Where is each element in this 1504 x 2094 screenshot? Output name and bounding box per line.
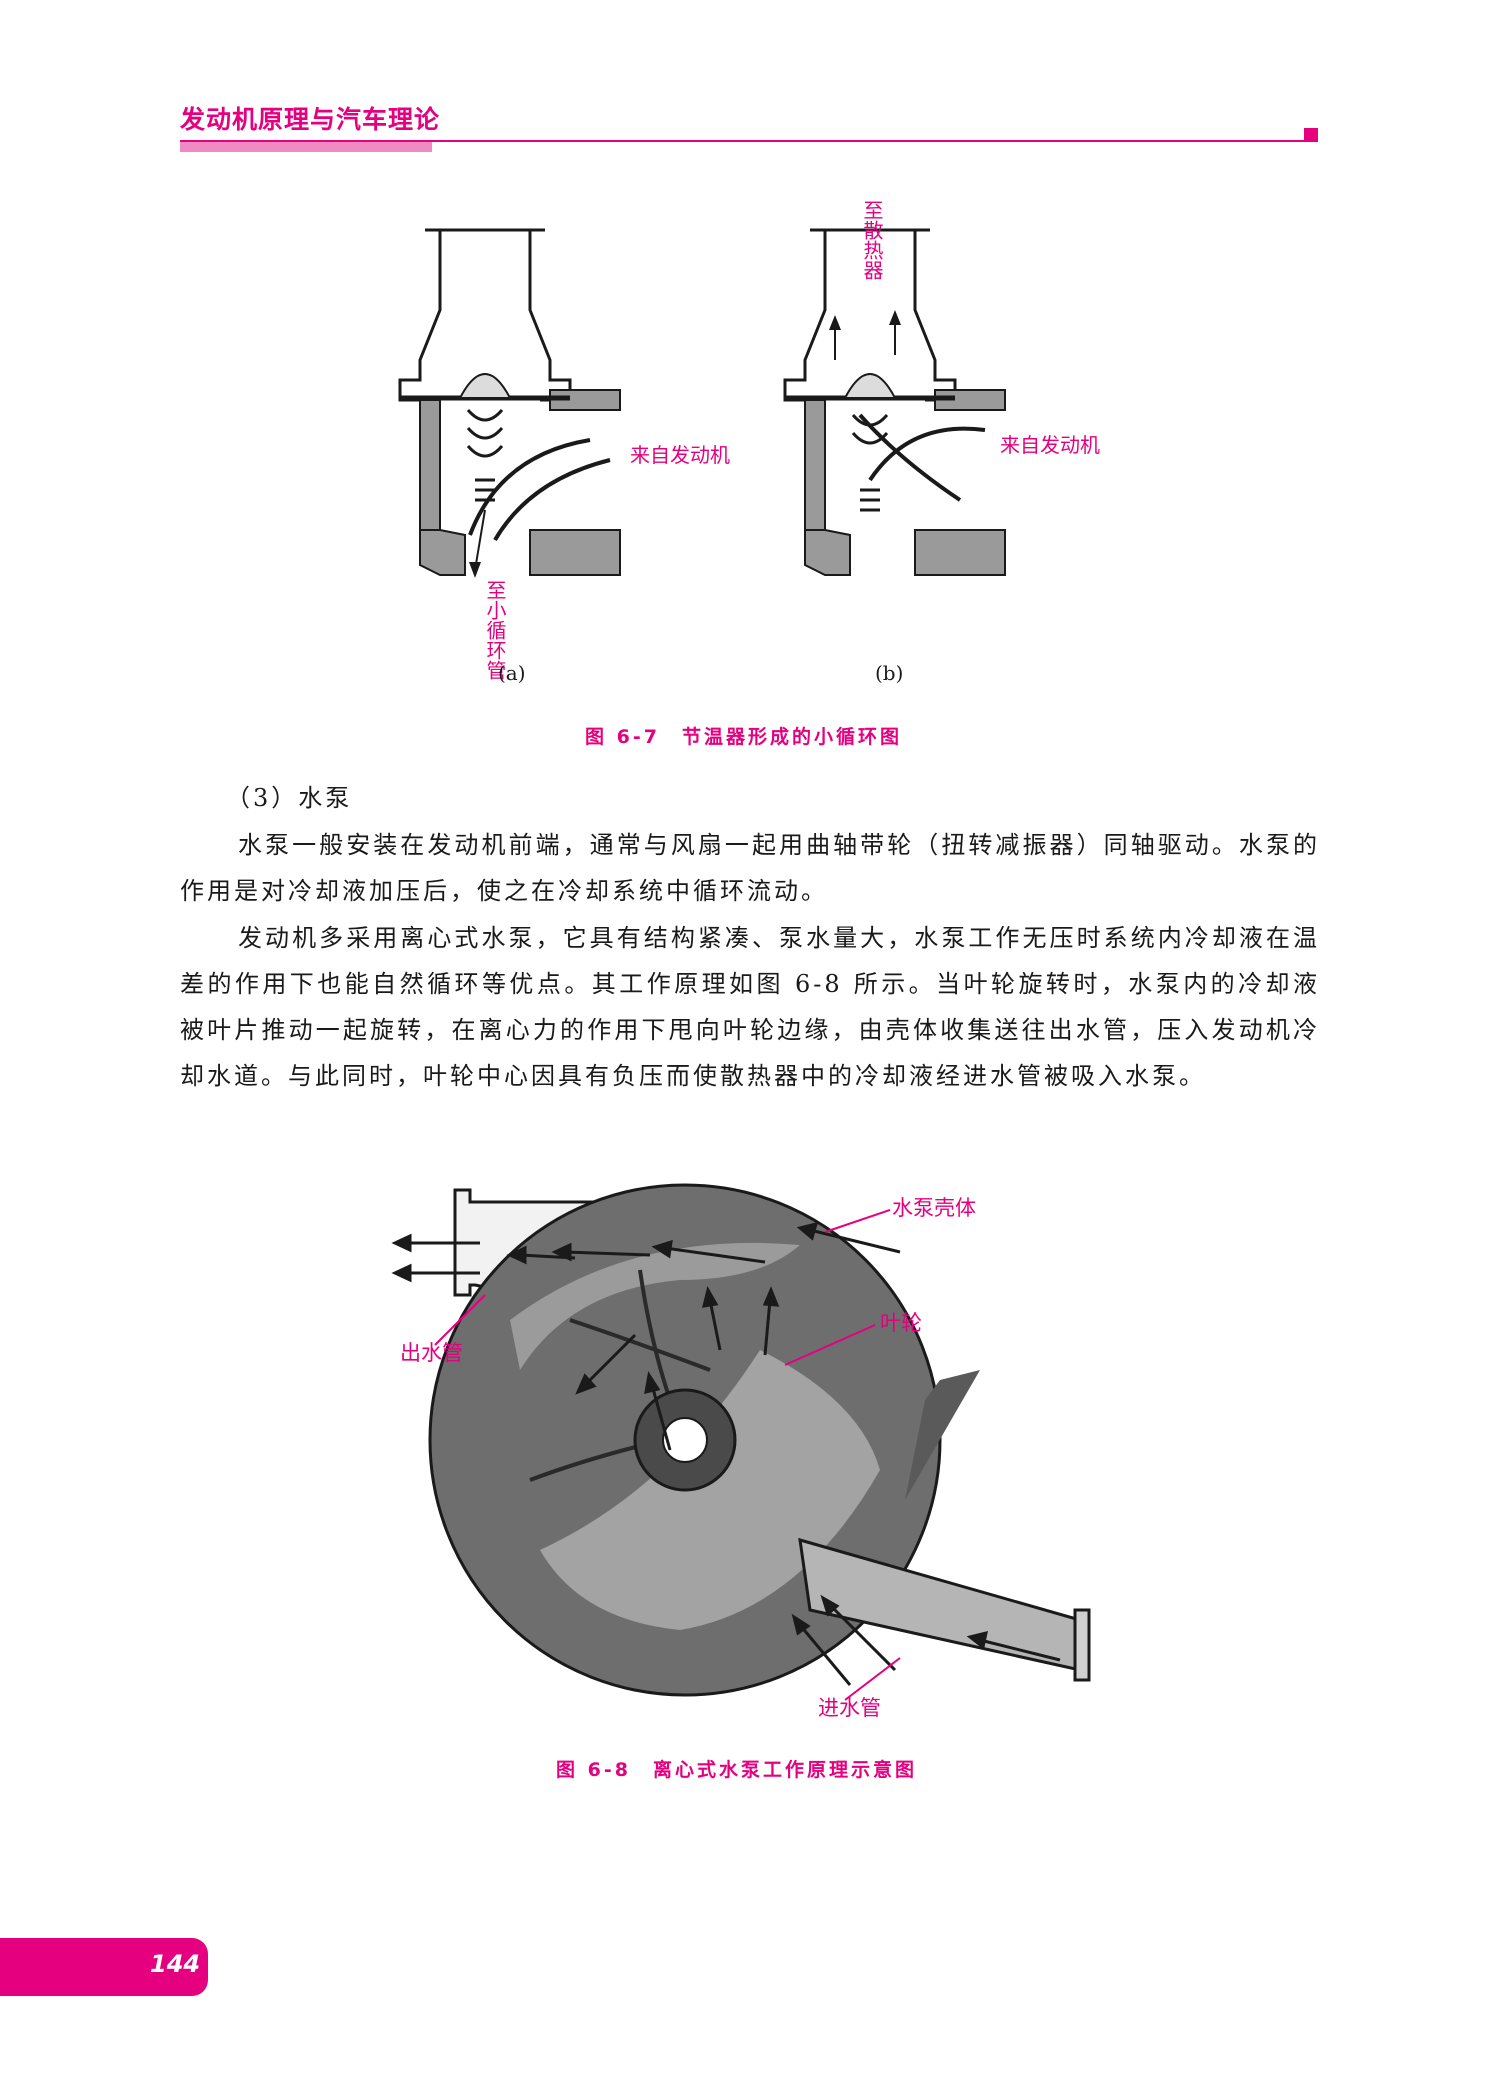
label-impeller: 叶轮 bbox=[880, 1311, 922, 1335]
paragraph-2: 发动机多采用离心式水泵，它具有结构紧凑、泵水量大，水泵工作无压时系统内冷却液在温… bbox=[180, 924, 1320, 1090]
housing-wall-left-a bbox=[419, 399, 441, 531]
label-outlet-pipe: 出水管 bbox=[400, 1341, 463, 1365]
impeller-shaft-hole bbox=[662, 1417, 708, 1463]
figure-6-8-caption: 图 6-8 离心式水泵工作原理示意图 bbox=[556, 1759, 917, 1781]
subfigure-label-a: (a) bbox=[498, 661, 526, 685]
figure-6-8-centrifugal-pump-diagram: 水泵壳体 叶轮 出水管 进水管 bbox=[391, 1183, 1091, 1720]
figure-6-7-caption: 图 6-7 节温器形成的小循环图 bbox=[585, 726, 902, 748]
header-accent-bar bbox=[180, 142, 432, 152]
subfigure-label-b: (b) bbox=[875, 661, 903, 685]
outlet-wall-a bbox=[529, 529, 621, 576]
page-number: 144 bbox=[150, 1950, 201, 1978]
figure-6-7b-thermostat-diagram: 至散热器 来自发动机 (b) bbox=[783, 200, 1100, 685]
header-rule bbox=[180, 140, 1318, 142]
label-from-engine-b: 来自发动机 bbox=[1000, 433, 1100, 457]
figure-6-7a-thermostat-diagram: 来自发动机 至小循环管 (a) bbox=[398, 228, 730, 685]
outlet-wall-b bbox=[914, 529, 1006, 576]
section-heading: （3）水泵 bbox=[226, 784, 353, 812]
flow-from-engine-a bbox=[468, 438, 591, 536]
label-inlet-pipe: 进水管 bbox=[818, 1696, 881, 1720]
inlet-pipe-shape bbox=[798, 1537, 1082, 1672]
housing-wall-left-b bbox=[804, 399, 826, 531]
page-number-tab bbox=[0, 1938, 208, 1996]
label-to-radiator: 至散热器 bbox=[860, 200, 884, 280]
flow-from-engine-b bbox=[868, 426, 986, 482]
paragraph-1: 水泵一般安装在发动机前端，通常与风扇一起用曲轴带轮（扭转减振器）同轴驱动。水泵的… bbox=[180, 831, 1320, 905]
header-square-marker bbox=[1304, 128, 1318, 142]
book-title: 发动机原理与汽车理论 bbox=[180, 105, 441, 134]
label-to-small-loop: 至小循环管 bbox=[483, 580, 507, 680]
label-pump-housing: 水泵壳体 bbox=[892, 1196, 976, 1220]
label-from-engine-a: 来自发动机 bbox=[630, 443, 730, 467]
